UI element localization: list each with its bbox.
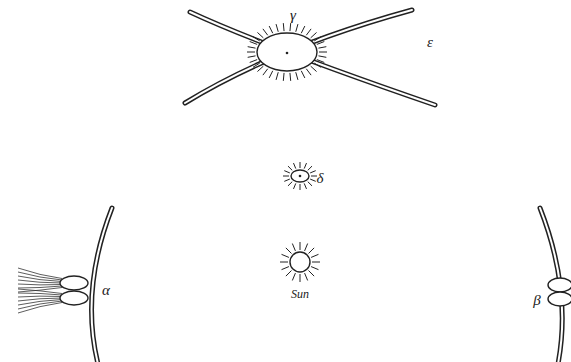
- body-letter: ε: [427, 35, 433, 50]
- comet-tail: [18, 301, 62, 309]
- body-letter: β: [533, 293, 540, 308]
- ray: [283, 73, 285, 81]
- ray: [247, 52, 255, 53]
- body-letter: α: [102, 283, 110, 298]
- ray: [289, 23, 291, 31]
- ray: [312, 262, 320, 263]
- ray: [257, 32, 263, 37]
- ray: [248, 56, 256, 57]
- ray: [283, 176, 289, 177]
- orbit-rail: [185, 10, 412, 103]
- ray: [305, 244, 308, 251]
- ray: [296, 72, 298, 80]
- ray: [311, 66, 317, 71]
- ray: [257, 66, 263, 71]
- ray: [300, 184, 301, 190]
- ray: [308, 182, 312, 186]
- ray: [263, 29, 268, 35]
- ray: [250, 60, 257, 63]
- ray: [300, 162, 301, 168]
- ray: [289, 73, 291, 81]
- ray: [253, 37, 260, 41]
- ray: [296, 24, 298, 32]
- ray: [292, 273, 295, 280]
- ray: [300, 242, 301, 250]
- comet-head: [548, 292, 571, 306]
- ray: [308, 248, 314, 254]
- ray: [317, 60, 324, 63]
- nucleus: [286, 52, 289, 55]
- body-letter: γ: [290, 8, 296, 23]
- ray: [314, 37, 321, 41]
- ray: [308, 166, 312, 170]
- ray: [288, 166, 292, 170]
- ray: [318, 56, 326, 57]
- ray: [293, 163, 295, 169]
- body-letter: δ: [317, 171, 324, 186]
- ray: [311, 176, 317, 177]
- ray: [301, 71, 305, 78]
- comet-head: [60, 291, 88, 305]
- ray: [317, 42, 324, 45]
- sun-disc: [290, 252, 310, 272]
- ray: [250, 42, 257, 45]
- ray: [284, 179, 290, 181]
- ray: [269, 71, 273, 78]
- comet-tail: [18, 280, 62, 283]
- ray: [282, 254, 289, 257]
- ray: [284, 171, 290, 173]
- ray: [263, 69, 268, 75]
- ray: [269, 26, 273, 33]
- orbit-rail-inner: [190, 12, 435, 105]
- comet-tail: [18, 303, 62, 314]
- comet-head: [60, 276, 88, 290]
- ray: [306, 69, 311, 75]
- ray: [253, 63, 260, 67]
- ray: [304, 163, 306, 169]
- ray: [310, 171, 316, 173]
- comet-tail: [18, 296, 62, 298]
- ray: [292, 244, 295, 251]
- comet-head: [257, 33, 317, 71]
- ray: [301, 26, 305, 33]
- ray: [318, 47, 326, 48]
- ray: [310, 179, 316, 181]
- ray: [311, 254, 318, 257]
- ray: [286, 248, 292, 254]
- ray: [308, 270, 314, 276]
- comet-head: [291, 170, 309, 182]
- orbit-rail: [92, 208, 112, 362]
- ray: [283, 23, 285, 31]
- ray: [276, 72, 278, 80]
- comet-tail: [18, 286, 62, 288]
- orbit-rail-inner: [185, 10, 412, 103]
- ray: [288, 182, 292, 186]
- ray: [304, 183, 306, 189]
- ray: [248, 47, 256, 48]
- ray: [305, 273, 308, 280]
- ray: [311, 32, 317, 37]
- ray: [280, 262, 288, 263]
- comet-tail: [18, 293, 62, 295]
- ray: [306, 29, 311, 35]
- orbit-rail: [190, 12, 435, 105]
- ray: [282, 267, 289, 270]
- ray: [311, 267, 318, 270]
- nucleus: [299, 175, 302, 178]
- comet-tail: [18, 272, 62, 280]
- orbit-rail-inner: [92, 208, 112, 362]
- ray: [314, 63, 321, 67]
- ray: [276, 24, 278, 32]
- ray: [293, 183, 295, 189]
- ray: [319, 52, 327, 53]
- comet-tail: [18, 284, 62, 286]
- ray: [286, 270, 292, 276]
- comet-head: [548, 278, 571, 292]
- ray: [300, 274, 301, 282]
- body-name: Sun: [291, 288, 309, 300]
